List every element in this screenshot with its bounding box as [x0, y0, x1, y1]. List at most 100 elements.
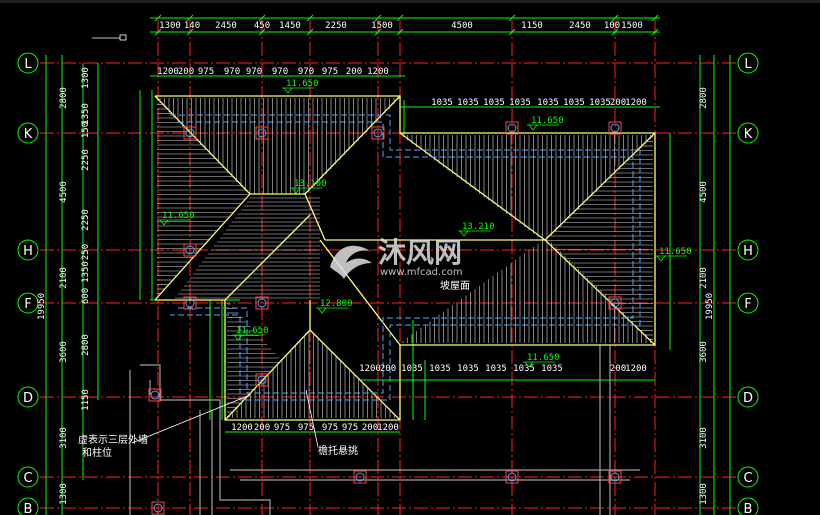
dimension-value: 1035 — [589, 98, 611, 108]
watermark-brand: 沐风网 — [378, 236, 462, 269]
dimension-value: 3600 — [699, 341, 709, 363]
dimension-value: 2800 — [699, 87, 709, 109]
axis-label: C — [23, 471, 32, 486]
axis-label: L — [744, 57, 752, 72]
dimension-value: 2250 — [81, 209, 91, 231]
bracket-note: 檐托悬挑 — [318, 444, 358, 457]
dimension-value: 1300 — [159, 21, 181, 31]
viewport-edge — [0, 0, 820, 3]
axis-label: D — [23, 391, 33, 406]
axis-bubble-L: L — [17, 52, 39, 74]
left-total-dim: 19950 — [37, 293, 47, 320]
dimension-value: 1200 — [359, 364, 381, 374]
dimension-value: 250 — [81, 244, 91, 260]
watermark-logo-icon — [330, 245, 372, 279]
elevation-value: 11.650 — [527, 353, 560, 363]
axis-label: B — [744, 502, 753, 515]
dimension-value: 1500 — [621, 21, 643, 31]
roof-tile-hatching — [157, 98, 653, 419]
column — [608, 470, 622, 484]
dimension-value: 1200 — [367, 67, 389, 77]
dimension-value: 970 — [246, 67, 262, 77]
dimension-value: 975 — [198, 67, 214, 77]
dimension-value: 200 — [610, 98, 626, 108]
dimension-value: 1450 — [279, 21, 301, 31]
dashed-wall-leader — [131, 394, 251, 444]
elevation-value: 13.100 — [294, 179, 327, 189]
column — [183, 296, 197, 310]
dimension-value: 1035 — [457, 364, 479, 374]
elevation-value: 11.650 — [162, 211, 195, 221]
dimension-value: 200 — [362, 423, 378, 433]
elevation-mark: 11.650 — [655, 247, 692, 262]
axis-bubble-D: D — [17, 386, 39, 408]
dimension-ticks — [154, 14, 659, 36]
dimension-value: 450 — [254, 21, 270, 31]
column — [148, 388, 162, 402]
elevation-mark: 11.650 — [158, 211, 195, 226]
axis-bubble-H: H — [17, 239, 39, 261]
dimension-value: 140 — [184, 21, 200, 31]
column — [608, 121, 622, 135]
dimension-value: 1200 — [157, 67, 179, 77]
dimension-value: 1150 — [81, 389, 91, 411]
dimension-value: 970 — [298, 67, 314, 77]
dimension-value: 1035 — [429, 364, 451, 374]
column — [255, 373, 269, 387]
column — [255, 126, 269, 140]
axis-label: H — [743, 244, 753, 259]
elevation-value: 11.650 — [659, 247, 692, 257]
column — [505, 470, 519, 484]
elevation-value: 11.650 — [531, 116, 564, 126]
dimension-value: 1035 — [537, 98, 559, 108]
elevation-mark: 13.100 — [290, 179, 327, 194]
bracket-leader — [305, 389, 319, 448]
dimension-value: 1035 — [483, 98, 505, 108]
dimension-value: 3100 — [59, 427, 69, 449]
watermark-url: www.mfcad.com — [380, 267, 463, 278]
dimension-value: 1035 — [431, 98, 453, 108]
axis-label: H — [23, 244, 33, 259]
dimension-value: 2800 — [59, 87, 69, 109]
dimension-value: 1200 — [625, 364, 647, 374]
dimension-value: 1035 — [563, 98, 585, 108]
dimension-value: 2800 — [81, 334, 91, 356]
dimension-value: 975 — [298, 423, 314, 433]
elevation-mark: 13.210 — [458, 222, 495, 237]
axis-label: F — [744, 297, 751, 312]
axis-label: L — [24, 57, 32, 72]
elevation-value: 11.650 — [286, 79, 319, 89]
axis-bubble-F: F — [737, 292, 759, 314]
axis-label: F — [24, 297, 31, 312]
dimension-value: 150 — [81, 122, 91, 138]
third-floor-wall-dashed — [170, 114, 641, 401]
dimension-value: 2450 — [569, 21, 591, 31]
dimension-value: 970 — [224, 67, 240, 77]
elevation-mark: 11.650 — [527, 116, 564, 131]
right-total-dim: 19950 — [705, 293, 715, 320]
dashed-wall-note-line1: 虚表示三层外墙 — [78, 433, 148, 446]
dimension-value: 1300 — [81, 67, 91, 89]
axis-bubble-K: K — [17, 122, 39, 144]
axis-bubble-H: H — [737, 239, 759, 261]
dimension-value: 600 — [81, 288, 91, 304]
dimension-value: 200 — [254, 423, 270, 433]
dimension-value: 1035 — [541, 364, 563, 374]
dimension-value: 1300 — [699, 483, 709, 505]
axis-bubbles-left: L K H F D C B — [17, 52, 39, 515]
dimension-value: 1035 — [457, 98, 479, 108]
axis-bubble-L: L — [737, 52, 759, 74]
dimension-value: 1350 — [81, 103, 91, 125]
dimension-value: 1350 — [81, 261, 91, 283]
axis-label: B — [24, 502, 33, 515]
elevation-mark: 11.650 — [232, 326, 269, 341]
dimension-value: 970 — [272, 67, 288, 77]
axis-label: C — [743, 471, 752, 486]
